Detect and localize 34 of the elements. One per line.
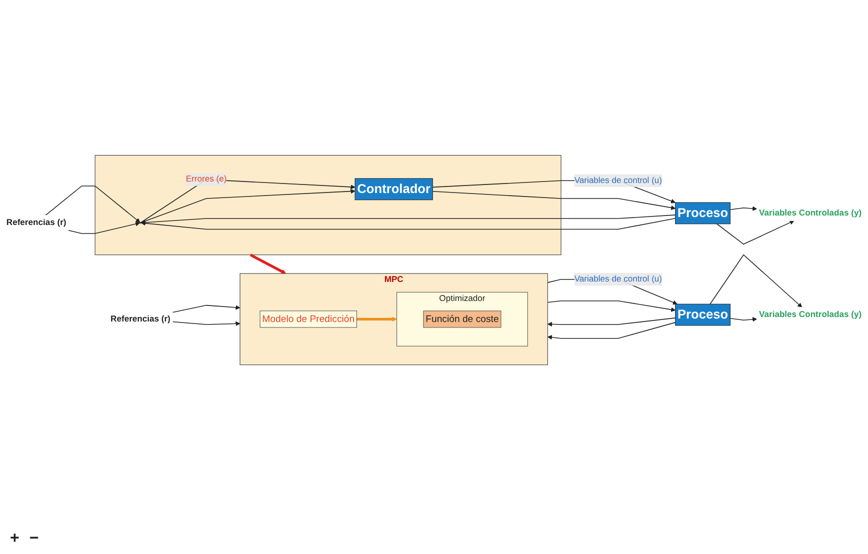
node-box: Proceso [675, 304, 730, 326]
arrow [547, 317, 676, 327]
node-box: Modelo de Predicción [260, 310, 357, 328]
node-circle [140, 222, 142, 224]
arrow [140, 218, 676, 230]
arrow [547, 300, 676, 312]
node-text: Variables Controladas (y) [759, 310, 862, 319]
arrow [716, 220, 794, 245]
node-box: Proceso [675, 202, 730, 224]
arrow [730, 206, 758, 211]
arrow [250, 254, 286, 274]
arrow [710, 254, 802, 308]
arrow [172, 304, 240, 313]
arrow [140, 179, 356, 223]
arrow [172, 321, 240, 326]
arrow [730, 317, 758, 322]
node-text: Variables Controladas (y) [759, 208, 862, 218]
arrow [432, 190, 676, 210]
sign-label: + [10, 530, 20, 548]
cluster [94, 154, 562, 256]
arrow [140, 214, 676, 225]
edge-label: Variables de control (u) [574, 274, 662, 284]
node-box: Función de coste [423, 310, 502, 328]
node-text: Referencias (r) [110, 314, 170, 324]
arrow [356, 316, 397, 322]
edge-label: Variables de control (u) [574, 176, 662, 185]
sign-label: − [29, 530, 39, 548]
arrow [45, 186, 140, 223]
node-box: Controlador [354, 178, 433, 200]
arrow [140, 188, 356, 223]
arrow [68, 222, 140, 234]
arrow [547, 322, 676, 340]
node-text: Referencias (r) [6, 218, 66, 228]
edge-label: Errores (e) [186, 174, 227, 184]
